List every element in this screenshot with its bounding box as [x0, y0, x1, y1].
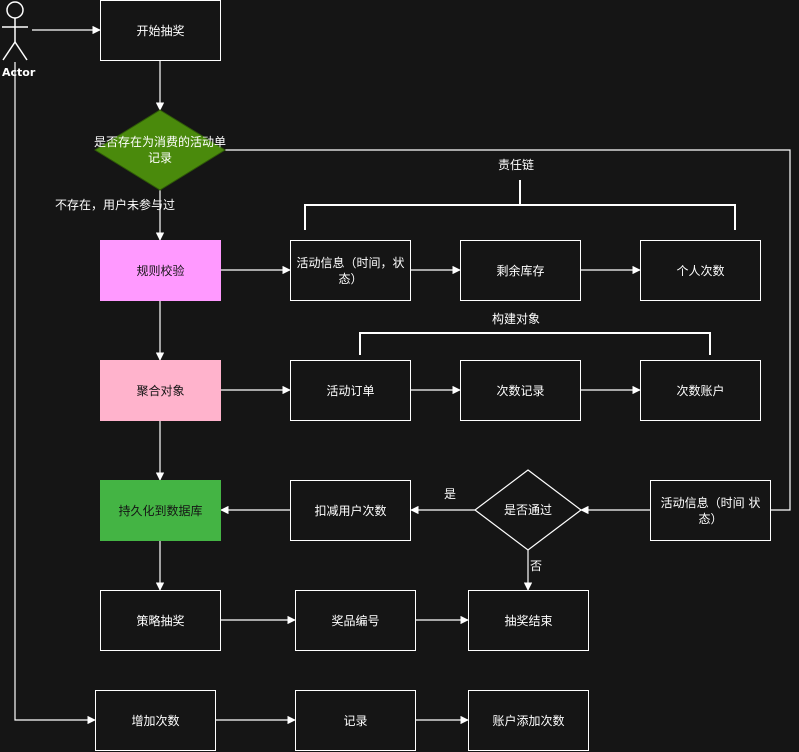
draw-end-node[interactable]: 抽奖结束: [468, 590, 589, 651]
build-object-label: 构建对象: [492, 312, 541, 326]
edge-actor-add: [14, 62, 96, 725]
deduct-user-count-node[interactable]: 扣减用户次数: [290, 480, 411, 541]
actor-icon: [2, 1, 28, 61]
exists-check-text[interactable]: 是否存在为消费的活动单记录: [93, 135, 226, 165]
responsibility-chain-bracket: [304, 204, 736, 230]
record-node[interactable]: 记录: [295, 690, 416, 751]
start-node[interactable]: 开始抽奖: [100, 0, 221, 61]
yes-label: 是: [444, 487, 457, 501]
exists-check-diamond: [94, 109, 226, 191]
rule-check-node[interactable]: 规则校验: [100, 240, 221, 301]
persist-db-node[interactable]: 持久化到数据库: [100, 480, 221, 541]
count-record-node[interactable]: 次数记录: [460, 360, 581, 421]
pass-check-text[interactable]: 是否通过: [503, 503, 552, 517]
prize-number-node[interactable]: 奖品编号: [295, 590, 416, 651]
not-exists-label: 不存在，用户未参与过: [55, 198, 176, 212]
count-account-node[interactable]: 次数账户: [640, 360, 761, 421]
no-label: 否: [530, 559, 543, 573]
strategy-draw-node[interactable]: 策略抽奖: [100, 590, 221, 651]
account-add-count-node[interactable]: 账户添加次数: [468, 690, 589, 751]
build-object-bracket: [359, 332, 711, 355]
activity-order-node[interactable]: 活动订单: [290, 360, 411, 421]
aggregate-object-node[interactable]: 聚合对象: [100, 360, 221, 421]
activity-info-node[interactable]: 活动信息（时间，状态）: [290, 240, 411, 301]
responsibility-chain-label: 责任链: [498, 158, 535, 172]
actor-label: Actor: [2, 66, 36, 79]
add-count-node[interactable]: 增加次数: [95, 690, 216, 751]
remaining-stock-node[interactable]: 剩余库存: [460, 240, 581, 301]
pass-check-diamond: [474, 469, 582, 551]
edge-check-activity-info: [225, 149, 791, 515]
personal-count-node[interactable]: 个人次数: [640, 240, 761, 301]
activity-info-2-node[interactable]: 活动信息（时间 状态）: [650, 480, 771, 541]
